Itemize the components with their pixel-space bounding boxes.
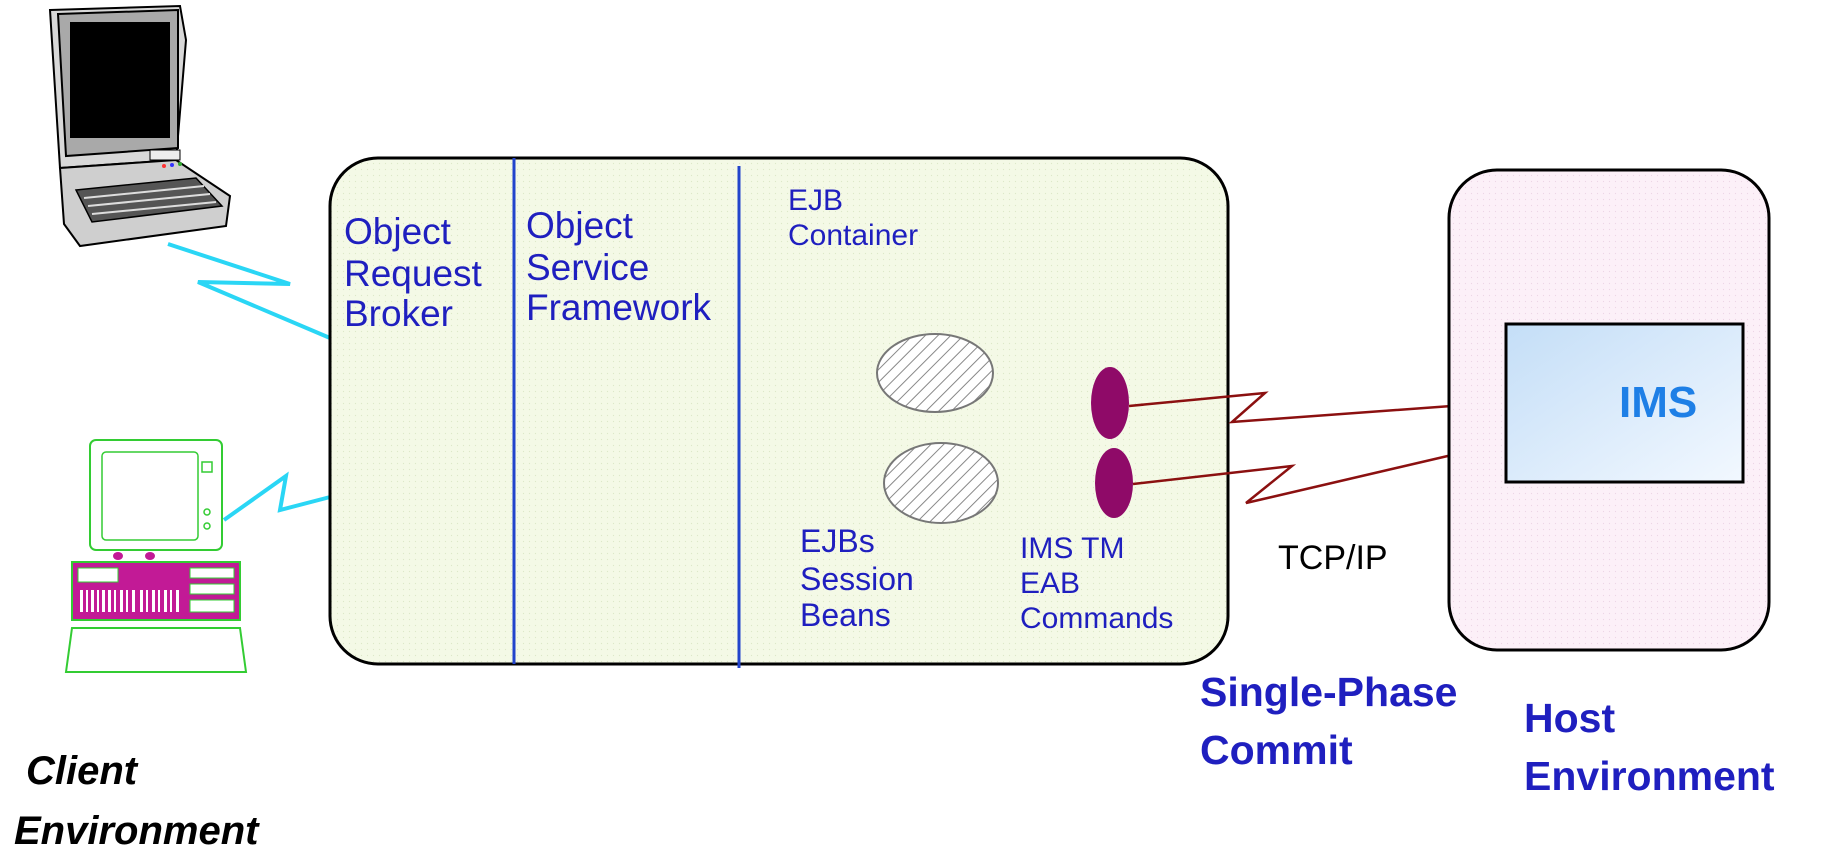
- ims-box: [1504, 322, 1745, 484]
- single-phase-commit-label: Single-Phase Commit: [1200, 669, 1469, 773]
- laptop-link-line: [167, 242, 331, 340]
- laptop-icon: [48, 4, 232, 248]
- ejb-bean-2: [883, 442, 999, 524]
- ims-connector-2: [1095, 448, 1133, 518]
- ims-tm-label: IMS TM EAB Commands: [1020, 532, 1173, 635]
- ejb-container-label: EJB Container: [788, 184, 918, 252]
- orb-label: Object Request Broker: [344, 211, 492, 334]
- tcpip-link-2: [1132, 439, 1513, 505]
- client-environment-label: Client Environment: [14, 749, 260, 848]
- ims-connector-1: [1091, 367, 1129, 439]
- tcpip-link-1: [1128, 391, 1507, 424]
- osf-label: Object Service Framework: [526, 205, 712, 328]
- ejb-bean-1: [876, 333, 994, 413]
- ejbs-label: EJBs Session Beans: [800, 523, 923, 633]
- pc-link-line: [222, 471, 335, 522]
- desktop-pc-icon: [64, 439, 248, 673]
- application-server-box: [328, 156, 1230, 666]
- host-environment-label: Host Environment: [1524, 695, 1775, 799]
- ims-label: IMS: [1619, 378, 1697, 427]
- tcpip-label: TCP/IP: [1278, 539, 1388, 577]
